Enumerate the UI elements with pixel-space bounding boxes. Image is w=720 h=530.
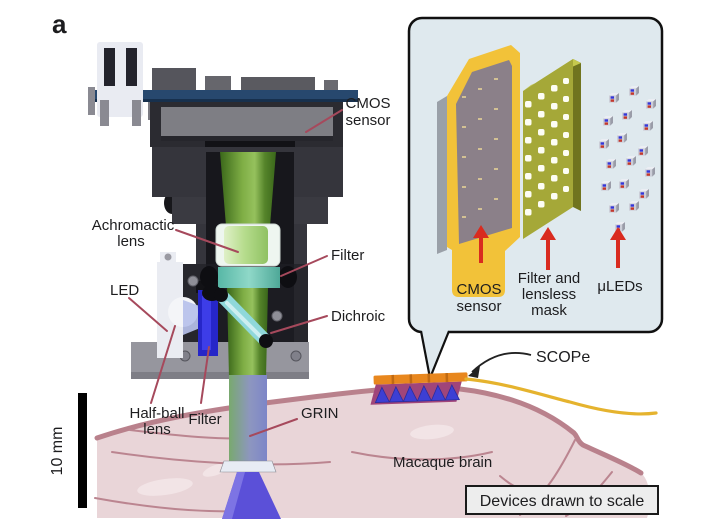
cmos-sensor-label-line2: sensor: [345, 112, 390, 129]
cmos-die-pads: [462, 78, 498, 218]
achromatic-lens-glass: [224, 226, 268, 264]
inset-cmos-label-line1: CMOS: [457, 281, 502, 298]
grin-label: GRIN: [301, 405, 339, 422]
grin-lens-rod: [229, 375, 267, 463]
inset-uleds-label: μLEDs: [597, 278, 642, 295]
inset-mask-label-line2: lensless: [522, 286, 576, 303]
arrow-up-icon: [540, 227, 556, 270]
brain-sulcus: [351, 451, 493, 461]
brain-highlight: [137, 478, 193, 496]
panel-label: a: [52, 9, 67, 39]
scope-substrate-segments: [391, 373, 449, 384]
dichroic-highlight: [225, 301, 263, 339]
mask-front-face: [523, 59, 573, 239]
scope-cable: [464, 377, 658, 416]
inset-filter-mask-board: [523, 59, 581, 239]
sensor-shadow: [161, 136, 333, 141]
scale-bar-label: 10 mm: [49, 427, 66, 476]
inset-exploded-view: CMOS sensor Filter and lensless mask μLE…: [407, 16, 664, 382]
leader-filter-top: [280, 255, 328, 277]
emission-beam-upper: [220, 152, 276, 226]
screw-icon: [290, 350, 302, 362]
leader-lines: [128, 109, 343, 437]
filter-mount-left: [200, 266, 218, 288]
leader-grin: [249, 418, 298, 437]
emission-filter-element: [218, 267, 280, 288]
arrow-up-icon: [473, 225, 489, 263]
leader-dichroic: [270, 315, 328, 334]
half-ball-lens-label-line1: Half-ball: [129, 405, 184, 422]
leader-led: [128, 297, 168, 332]
mask-holes: [525, 78, 569, 216]
brain-highlight: [410, 424, 454, 440]
pcb-chips: [152, 68, 338, 90]
dichroic-label: Dichroic: [331, 308, 386, 325]
note-box: Devices drawn to scale: [465, 485, 659, 515]
macaque-brain-label: Macaque brain: [393, 454, 492, 471]
grin-ferrule: [219, 460, 277, 473]
note-box-text: Devices drawn to scale: [480, 493, 645, 510]
leader-cmos: [305, 109, 343, 133]
base-plate-edge: [131, 372, 309, 379]
note-box-frame: [465, 485, 659, 515]
dichroic-cap-bottom: [259, 334, 273, 348]
figure-labels: a CMOS sensor Achromactic lens Filter LE…: [52, 9, 590, 471]
screw-icon: [271, 310, 283, 322]
cmos-sensor-block: [161, 107, 333, 141]
scope-pointer-arrow: [471, 351, 532, 373]
pcb-edge: [88, 99, 358, 102]
leader-achromatic: [175, 229, 239, 253]
achromatic-lens-label-line1: Achromactic: [92, 217, 175, 234]
scale-bar-line: [78, 393, 87, 508]
filter-top-label: Filter: [331, 247, 364, 264]
scope-implant-device: [370, 372, 468, 405]
inset-cmos-label-line2: sensor: [456, 298, 501, 315]
scope-substrate: [373, 372, 468, 385]
half-ball-lens-label-line2: lens: [143, 421, 171, 438]
arrowhead-icon: [468, 366, 480, 378]
grin-lens-assembly: [219, 375, 281, 519]
achromatic-lens-label-line2: lens: [117, 233, 145, 250]
filter-bottom-label: Filter: [188, 411, 221, 428]
leader-filter-bottom: [200, 346, 210, 404]
inset-mask-label-line1: Filter and: [518, 270, 581, 287]
scope-label: SCOPe: [536, 349, 590, 366]
inset-mask-label-line3: mask: [531, 302, 567, 319]
inset-cmos-sensor-board: [437, 45, 520, 297]
screw-icon: [187, 275, 199, 287]
arrow-up-icon: [610, 227, 626, 268]
connector-bracket: [88, 42, 160, 126]
microscope-device: [88, 42, 358, 379]
scale-bar: 10 mm: [49, 393, 87, 508]
scope-uled-triangles: [374, 383, 461, 403]
led-label: LED: [110, 282, 139, 299]
sensor-mount: [205, 141, 295, 152]
brain-sulcus: [111, 451, 331, 466]
dichroic-cap-top: [214, 288, 228, 302]
leader-half-ball: [150, 325, 176, 404]
cmos-sensor-label-line1: CMOS: [346, 95, 391, 112]
light-cone-highlight: [222, 472, 245, 519]
